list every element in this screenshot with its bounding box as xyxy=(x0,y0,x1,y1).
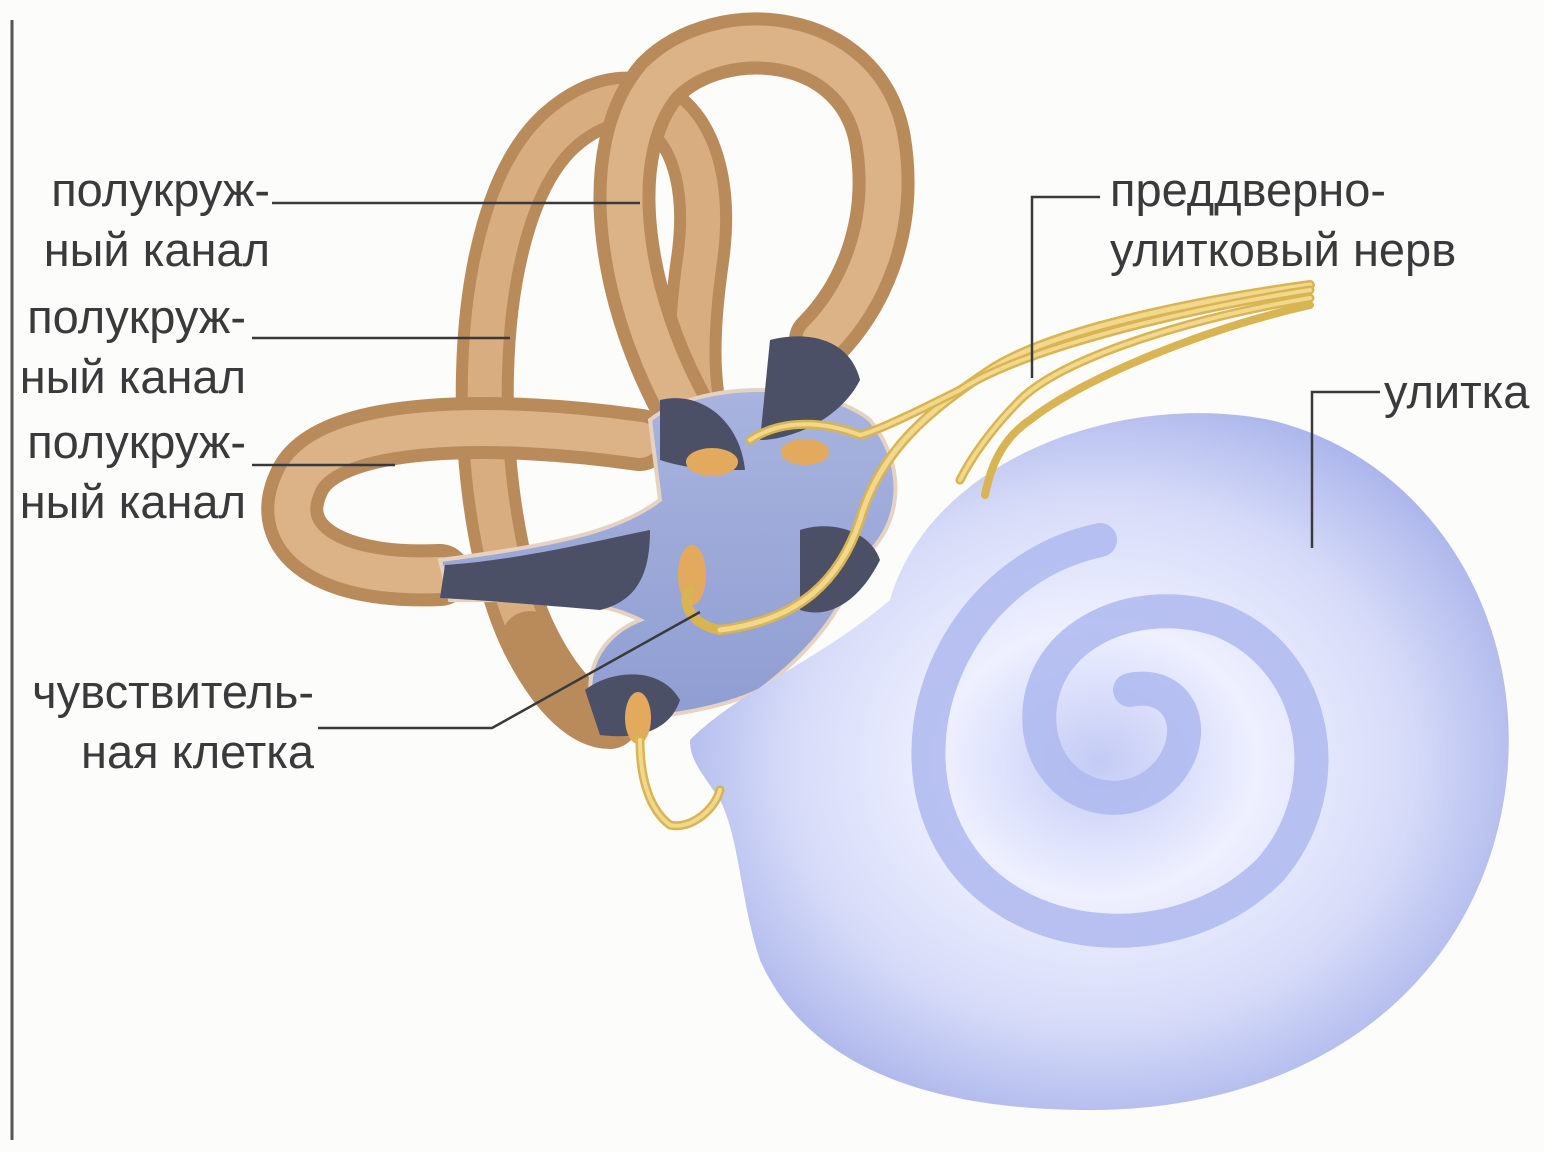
label-vestibulocochlear-nerve: преддверно- улитковый нерв xyxy=(1110,160,1490,280)
label-semicircular-canal-3: полукруж- ный канал xyxy=(10,412,246,532)
label-line: ный канал xyxy=(10,347,246,407)
label-semicircular-canal-1: полукруж- ный канал xyxy=(20,160,270,280)
label-line: чувствитель- xyxy=(16,662,314,722)
label-line: улитка xyxy=(1384,362,1534,422)
label-line: полукруж- xyxy=(10,412,246,472)
sensory-patch xyxy=(781,439,829,465)
label-line: преддверно- xyxy=(1110,160,1490,220)
label-line: ный канал xyxy=(10,472,246,532)
sensory-patch xyxy=(686,448,738,476)
label-line: ная клетка xyxy=(16,722,314,782)
label-line: полукруж- xyxy=(20,160,270,220)
label-sensory-cell: чувствитель- ная клетка xyxy=(16,662,314,782)
label-line: улитковый нерв xyxy=(1110,220,1490,280)
label-semicircular-canal-2: полукруж- ный канал xyxy=(10,287,246,407)
label-cochlea: улитка xyxy=(1384,362,1534,422)
label-line: полукруж- xyxy=(10,287,246,347)
label-line: ный канал xyxy=(20,220,270,280)
